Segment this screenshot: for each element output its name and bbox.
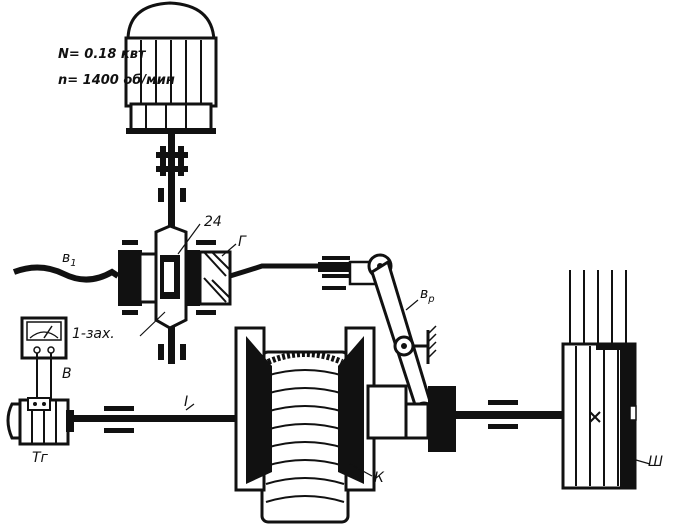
worm-label: 1-зах.	[72, 326, 115, 342]
gear-g-label: Г	[238, 234, 247, 250]
motor-power-label: N= 0.18 квт	[58, 47, 147, 62]
wheel-k-label: К	[374, 470, 385, 486]
motor-speed-label: n= 1400 об/мин	[58, 73, 175, 88]
shaft-v1	[12, 263, 330, 283]
drum-sh-label: Ш	[648, 454, 663, 470]
shaft-i-label: I	[184, 394, 188, 410]
shaft-v1-label: в1	[62, 250, 77, 269]
hub-housing	[366, 384, 456, 452]
gear-teeth-label: 24	[204, 214, 222, 230]
drum-sh	[561, 270, 637, 490]
wheel-k	[234, 326, 376, 524]
tacho-generator	[6, 397, 74, 446]
lever-vr-label: вр	[420, 286, 435, 305]
generator-tg-label: Тг	[32, 450, 49, 466]
worm-gear-assembly	[118, 224, 232, 330]
electric-motor	[124, 1, 218, 134]
lever-coupling	[318, 256, 378, 290]
voltmeter-gauge	[20, 316, 68, 400]
gauge-v-label: В	[62, 366, 72, 382]
